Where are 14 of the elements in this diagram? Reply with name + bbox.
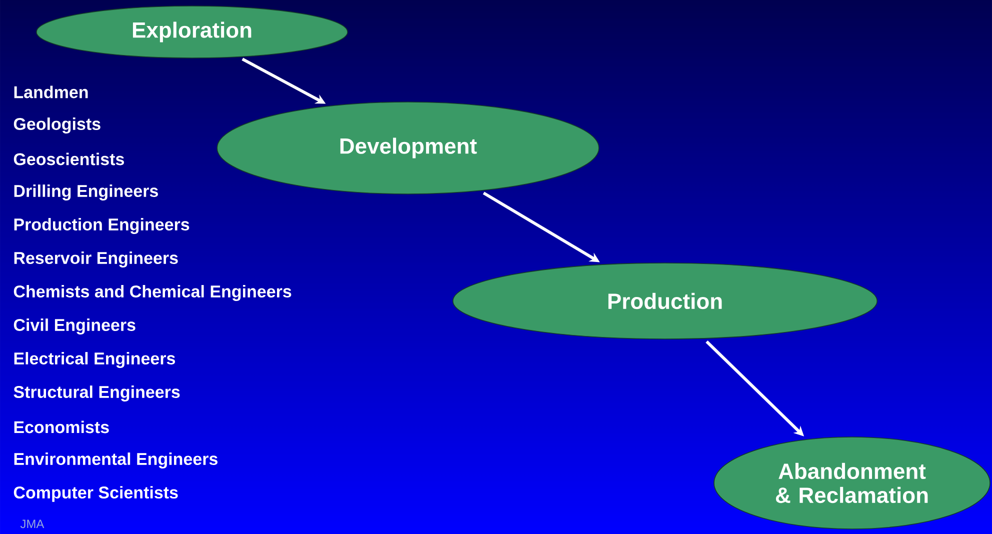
profession-label: Geologists bbox=[14, 118, 100, 134]
profession-label: Production Engineers bbox=[14, 218, 190, 234]
profession-label: Economists bbox=[14, 420, 109, 434]
profession-label: Structural Engineers bbox=[14, 386, 180, 402]
profession-label: Electrical Engineers bbox=[14, 352, 175, 368]
profession-label: Landmen bbox=[14, 86, 88, 98]
profession-label: Environmental Engineers bbox=[14, 452, 218, 468]
profession-label: Drilling Engineers bbox=[14, 184, 158, 200]
profession-label: Civil Engineers bbox=[14, 318, 136, 334]
profession-label: Computer Scientists bbox=[14, 486, 178, 502]
profession-label: Reservoir Engineers bbox=[14, 252, 178, 268]
profession-label: Geoscientists bbox=[14, 152, 124, 166]
profession-label: Chemists and Chemical Engineers bbox=[14, 285, 292, 301]
author-initials: JMA bbox=[20, 520, 44, 528]
